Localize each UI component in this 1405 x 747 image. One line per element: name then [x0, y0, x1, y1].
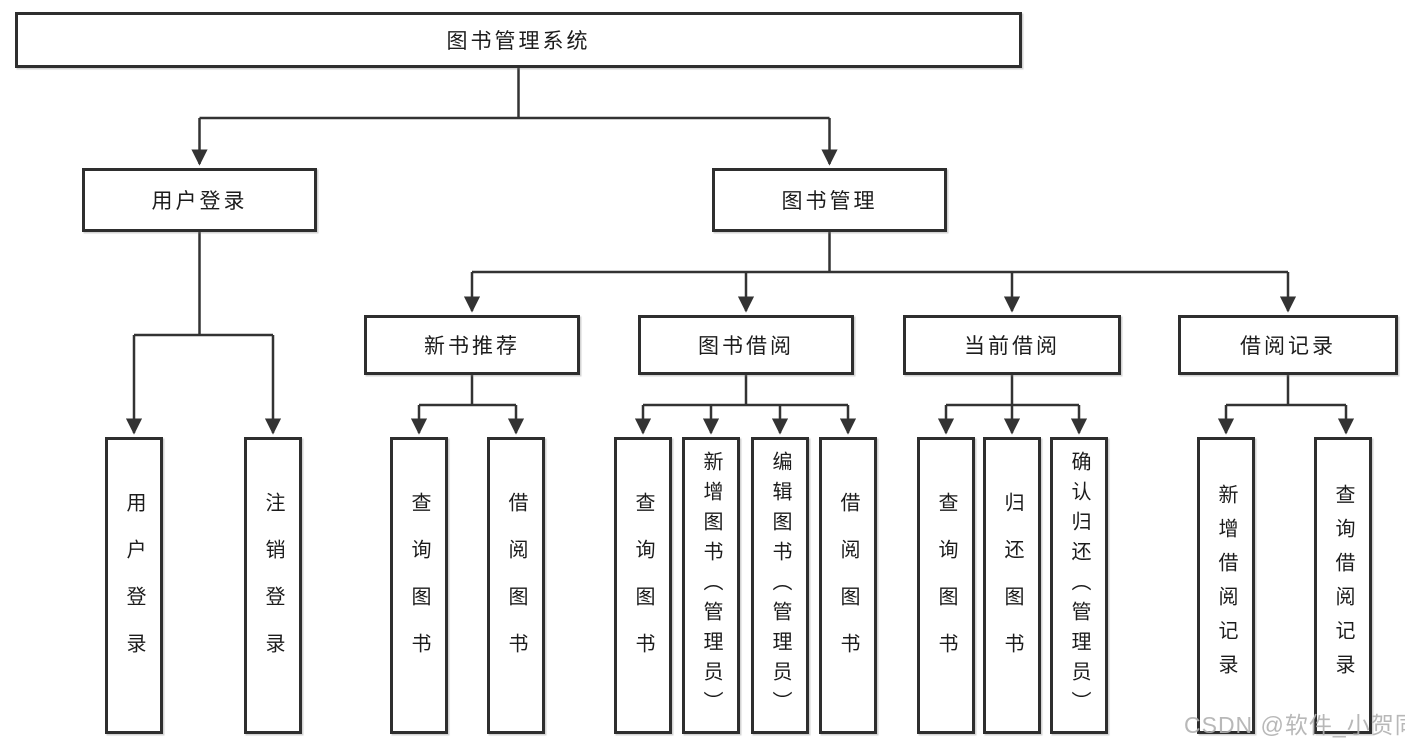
node-current-borrowing: 当前借阅: [903, 315, 1121, 375]
node-borrowing-records: 借阅记录: [1178, 315, 1398, 375]
leaf-user-login: 用户登录: [105, 437, 163, 734]
leaf-bb-borrow-books: 借阅图书: [819, 437, 877, 734]
leaf-nbr-borrow-books: 借阅图书: [487, 437, 545, 734]
leaf-br-query-record: 查询借阅记录: [1314, 437, 1372, 734]
leaf-cb-confirm-return-admin-label: 确认归还（管理员）: [1068, 450, 1090, 721]
node-borrowing-records-label: 借阅记录: [1240, 335, 1336, 358]
node-new-book-recommend-label: 新书推荐: [424, 335, 520, 358]
leaf-user-login-label: 用户登录: [123, 491, 145, 680]
leaf-br-add-record-label: 新增借阅记录: [1215, 483, 1237, 688]
node-book-management: 图书管理: [712, 168, 947, 232]
leaf-nbr-query-books: 查询图书: [390, 437, 448, 734]
node-book-management-label: 图书管理: [781, 190, 878, 213]
leaf-cb-query-books-label: 查询图书: [935, 491, 957, 680]
leaf-bb-query-books-label: 查询图书: [632, 491, 654, 680]
leaf-bb-add-book-admin-label: 新增图书（管理员）: [700, 450, 722, 721]
leaf-bb-edit-book-admin-label: 编辑图书（管理员）: [769, 450, 791, 721]
csdn-watermark: CSDN @软件_小贺同学: [1184, 712, 1405, 738]
node-user-login: 用户登录: [82, 168, 317, 232]
node-user-login-label: 用户登录: [151, 190, 248, 213]
leaf-bb-borrow-books-label: 借阅图书: [837, 491, 859, 680]
node-book-borrowing-label: 图书借阅: [698, 335, 794, 358]
leaf-cb-return-books: 归还图书: [983, 437, 1041, 734]
leaf-bb-add-book-admin: 新增图书（管理员）: [682, 437, 740, 734]
leaf-bb-query-books: 查询图书: [614, 437, 672, 734]
leaf-cb-query-books: 查询图书: [917, 437, 975, 734]
leaf-cb-confirm-return-admin: 确认归还（管理员）: [1050, 437, 1108, 734]
leaf-logout-label: 注销登录: [262, 491, 284, 680]
leaf-logout: 注销登录: [244, 437, 302, 734]
node-root-system-label: 图书管理系统: [446, 30, 591, 53]
leaf-nbr-query-books-label: 查询图书: [408, 491, 430, 680]
node-current-borrowing-label: 当前借阅: [964, 335, 1060, 358]
leaf-br-add-record: 新增借阅记录: [1197, 437, 1255, 734]
node-root-system: 图书管理系统: [15, 12, 1022, 68]
node-book-borrowing: 图书借阅: [638, 315, 854, 375]
leaf-br-query-record-label: 查询借阅记录: [1332, 483, 1354, 688]
leaf-cb-return-books-label: 归还图书: [1001, 491, 1023, 680]
leaf-bb-edit-book-admin: 编辑图书（管理员）: [751, 437, 809, 734]
node-new-book-recommend: 新书推荐: [364, 315, 580, 375]
leaf-nbr-borrow-books-label: 借阅图书: [505, 491, 527, 680]
